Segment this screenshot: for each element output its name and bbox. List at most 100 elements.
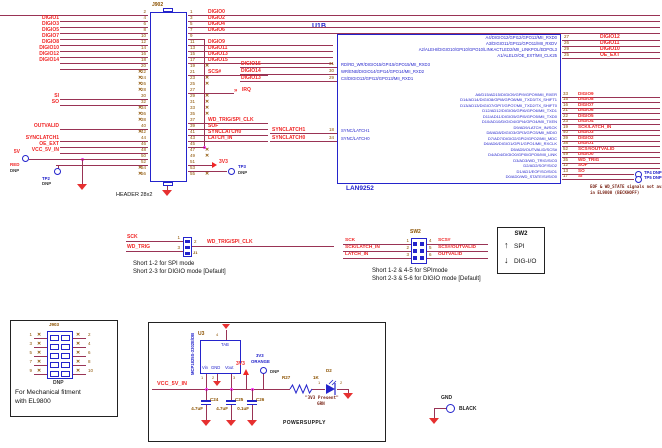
pin-number: 2 [88, 332, 91, 337]
pin-number: 2 [143, 9, 146, 14]
testpoint-3v3-label: 3V3 [256, 353, 264, 358]
net-label: SCK [345, 238, 356, 243]
wire [0, 15, 148, 16]
sw2-legend-title: SW2 [514, 231, 528, 237]
jumper-caption-1: Short 1-2 for SPI mode [133, 261, 195, 267]
capacitor-plate [247, 400, 257, 402]
net-label: DIGIO8 [578, 96, 594, 101]
wire [562, 40, 660, 41]
no-connect-icon: ✕ [205, 81, 210, 87]
jumper-pad [185, 251, 190, 255]
wire [226, 330, 227, 340]
no-connect-icon: ✕ [205, 147, 210, 153]
wire [188, 45, 333, 46]
pin-number: 22 [140, 69, 146, 74]
gnd-testpoint-label: GND [441, 395, 453, 401]
j903-pad [61, 344, 70, 350]
wire [188, 27, 660, 28]
pin-number: 16 [563, 102, 569, 107]
header-type-label: HEADER 28x2 [116, 192, 153, 198]
wire [73, 347, 86, 348]
j903-ref: J903 [49, 322, 60, 327]
power-supply-box [148, 322, 386, 442]
pin-number: 27 [564, 34, 570, 39]
pin-number: 19 [563, 124, 569, 129]
pin-number: 20 [140, 63, 146, 68]
ic-part-label: LAN9252 [346, 185, 374, 192]
pin-number: 1 [318, 380, 321, 385]
sw2-pad [420, 256, 424, 260]
ic-pin-function: D1/AD1/EOF/SO/SIO1 [516, 169, 557, 174]
wire [188, 171, 227, 172]
regulator-part-label: MCP1825S-3302E/DB [190, 332, 195, 375]
testpoint [635, 175, 642, 183]
net-label: SOF [578, 162, 588, 167]
pin-number: 25 [190, 81, 196, 86]
wire [562, 168, 660, 169]
net-label: DIGIO10 [39, 45, 59, 51]
ic-pin-function: A6/D15/AD15/DIGIO9/GPI9/GPO9/MII_RXER [475, 92, 557, 97]
wire [188, 123, 268, 124]
pin-number: 15 [190, 51, 196, 56]
regulator-pin-gnd: GND [211, 365, 221, 370]
ic-pin-function: D6/AD6/DIGIO1/GPI1/GPO1/MII_RXCLK [483, 141, 557, 146]
capacitor-plate [201, 403, 211, 405]
pin-number: 26 [140, 81, 146, 86]
no-connect-icon: ✕ [138, 117, 143, 123]
net-label: OUTVALID [438, 252, 463, 257]
net-label: SCK/LATCH_IN [578, 124, 612, 129]
pin-number: 37 [190, 117, 196, 122]
net-label: SCS# [208, 69, 222, 75]
net-label: DIGIO0 [578, 151, 594, 156]
wire [434, 408, 435, 418]
net-label: LATCH_IN [208, 135, 233, 141]
ic-pin-function: D10/AD10/DIGIO4/GPI4/GPO4/MII_TXEN [481, 119, 557, 124]
ic-pin-function: A1/ALELO/OE_EXT/MII_CLK25 [497, 53, 557, 58]
wire [252, 405, 253, 420]
pin-number: 30 [328, 68, 334, 73]
ground-symbol-icon [213, 381, 221, 386]
pin-number: 18 [328, 127, 334, 132]
no-connect-icon: ✕ [138, 87, 143, 93]
wire [188, 129, 268, 130]
led-color-label: GRN [317, 402, 325, 407]
ic-pin-function: D11/AD11/DIGIO5/GPI5/GPO5/MII_TXD0 [482, 114, 557, 119]
net-label: DIGIO7 [578, 102, 594, 107]
pin-number: 31 [328, 61, 334, 66]
pin-number: 39 [190, 123, 196, 128]
wire [343, 258, 411, 259]
wire [562, 108, 660, 109]
ground-symbol-icon [222, 324, 230, 329]
pin-number: 39 [563, 135, 569, 140]
sw2-legend-box [497, 227, 545, 274]
net-label: WD_TRIG/SPI_CLK [208, 117, 254, 123]
header-ref: J902 [152, 2, 164, 8]
pin-number: 52 [563, 146, 569, 151]
wire [60, 129, 148, 130]
resistor-value: 1K [313, 375, 319, 380]
wire [34, 374, 47, 375]
pin-number: 16 [140, 51, 146, 56]
wire [562, 102, 660, 103]
testpoint-label: TP5 DNP [644, 175, 662, 180]
no-connect-icon: ✕ [138, 81, 143, 87]
wire [192, 246, 334, 247]
ic-pin-function: SYNC/LATCH1 [341, 128, 370, 133]
pin-number: 3 [29, 341, 32, 346]
wire [240, 67, 337, 68]
testpoint-tp3-label: TP3 [238, 164, 246, 169]
pin-number: 49 [190, 153, 196, 158]
wire [60, 51, 148, 52]
ic-pin-function: A2/ALEHI/DIGIO10/GPI10/GPO10/LINKACTLED2… [418, 47, 557, 52]
sw2-legend-up-label: SPI [514, 243, 525, 250]
testpoint-3v3-dnp: DNP [270, 369, 280, 374]
net-label: DIGIO2 [208, 15, 225, 21]
wire [60, 69, 148, 70]
no-connect-icon: ✕ [138, 165, 143, 171]
wire [562, 130, 660, 131]
net-label: SCK [127, 234, 138, 240]
ic-pin-function: SYNC/LATCH0 [341, 136, 370, 141]
net-label: DIGIO2 [578, 135, 594, 140]
j903-dnp: DNP [53, 380, 64, 386]
pin-number: 6 [88, 350, 91, 355]
